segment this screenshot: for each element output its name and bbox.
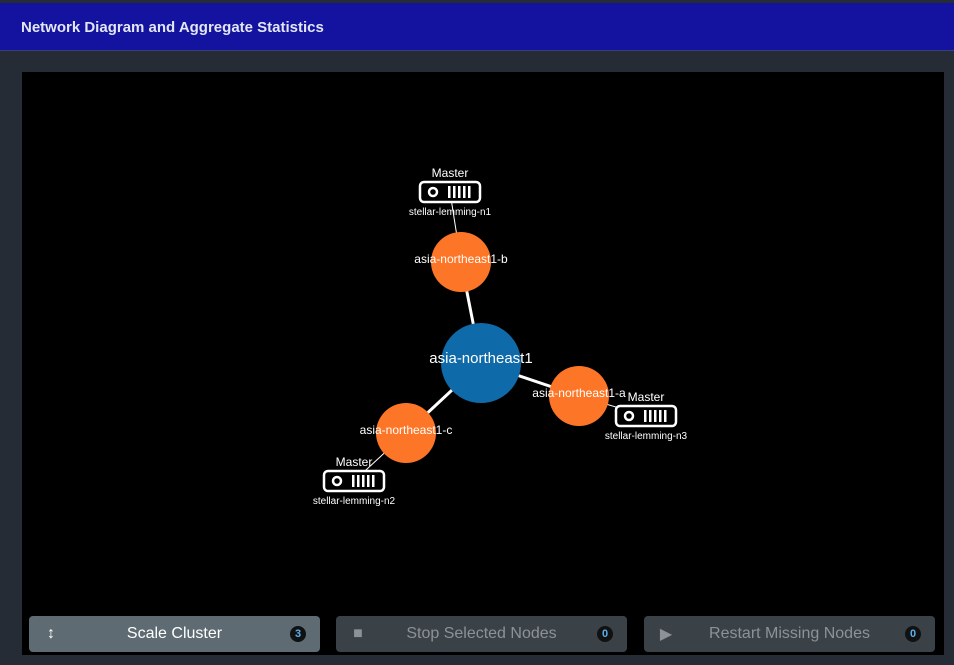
count-badge: 3 — [290, 626, 306, 642]
server-node[interactable]: Master stellar-lemming-n3 — [605, 390, 688, 442]
server-icon — [614, 404, 678, 428]
count-badge: 0 — [905, 626, 921, 642]
zone-node[interactable] — [431, 232, 491, 292]
zone-label: asia-northeast1-b — [414, 252, 508, 266]
node-role: Master — [336, 455, 373, 469]
scale-cluster-button[interactable]: ↕ Scale Cluster 3 — [29, 616, 320, 652]
button-label: Stop Selected Nodes — [406, 625, 557, 642]
server-node[interactable]: Master stellar-lemming-n2 — [313, 455, 396, 507]
node-name: stellar-lemming-n3 — [605, 431, 688, 442]
node-role: Master — [432, 166, 469, 180]
panel-header: Network Diagram and Aggregate Statistics — [0, 3, 954, 51]
button-label: Scale Cluster — [126, 625, 223, 642]
resize-vertical-icon: ↕ — [47, 625, 55, 642]
server-icon — [322, 469, 386, 493]
play-icon: ▶ — [659, 626, 673, 643]
region-label: asia-northeast1 — [429, 350, 532, 367]
stop-icon: ■ — [353, 625, 363, 642]
zone-label: asia-northeast1-a — [532, 386, 626, 400]
server-icon — [418, 180, 482, 204]
zone-node[interactable] — [549, 366, 609, 426]
node-role: Master — [628, 390, 665, 404]
panel-title: Network Diagram and Aggregate Statistics — [21, 19, 324, 36]
stop-selected-nodes-button[interactable]: ■ Stop Selected Nodes 0 — [336, 616, 627, 652]
zone-node[interactable] — [376, 403, 436, 463]
node-name: stellar-lemming-n2 — [313, 496, 396, 507]
zone-label: asia-northeast1-c — [360, 423, 453, 437]
button-label: Restart Missing Nodes — [709, 625, 870, 642]
region-node[interactable] — [441, 323, 521, 403]
restart-missing-nodes-button[interactable]: ▶ Restart Missing Nodes 0 — [644, 616, 935, 652]
count-badge: 0 — [597, 626, 613, 642]
server-node[interactable]: Master stellar-lemming-n1 — [409, 166, 492, 218]
node-name: stellar-lemming-n1 — [409, 207, 492, 218]
